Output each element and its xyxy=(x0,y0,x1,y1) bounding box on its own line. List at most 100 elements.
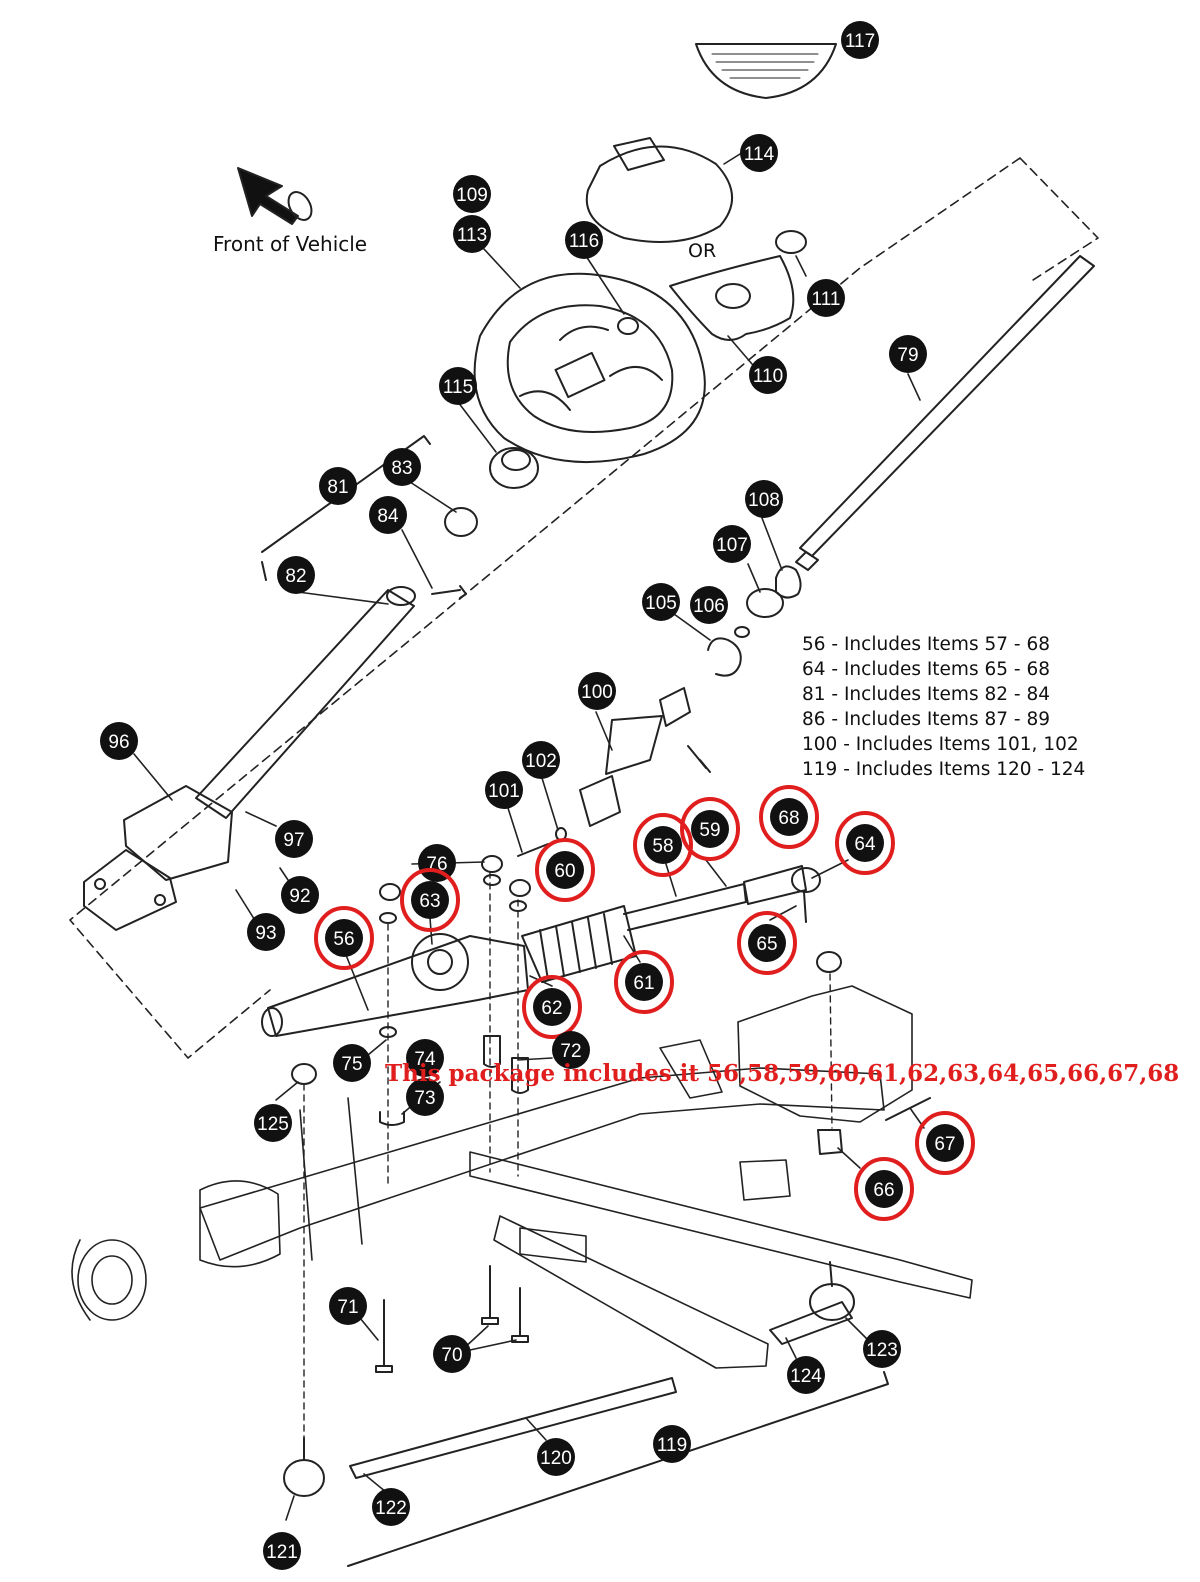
callout-badge xyxy=(749,356,787,394)
callout-badge xyxy=(275,820,313,858)
part-callout-63: 63 xyxy=(400,868,460,932)
callout-badge xyxy=(522,741,560,779)
nut xyxy=(291,1063,317,1085)
part-callout-68: 68 xyxy=(759,785,819,849)
group-bracket xyxy=(347,1371,889,1567)
callout-label: 109 xyxy=(456,185,488,206)
part-callout-66: 66 xyxy=(854,1157,914,1221)
callout-badge xyxy=(485,771,523,809)
front-of-vehicle-label: Front of Vehicle xyxy=(213,232,368,256)
callout-label: 81 xyxy=(327,477,348,498)
callout-label: 71 xyxy=(337,1297,358,1318)
highlight-ring xyxy=(633,813,693,877)
callout-badge xyxy=(406,1039,444,1077)
part-callout-123: 123 xyxy=(863,1330,901,1368)
callout-badge xyxy=(807,279,845,317)
callout-badge xyxy=(889,335,927,373)
callout-label: 62 xyxy=(541,998,562,1019)
callout-label: 115 xyxy=(443,377,473,398)
bushing xyxy=(775,565,802,599)
part-callout-76: 76 xyxy=(418,844,456,882)
callout-label: 116 xyxy=(569,231,599,252)
callout-label: 113 xyxy=(457,225,487,246)
steering-wheel-cap xyxy=(585,137,734,243)
callout-badge xyxy=(713,525,751,563)
part-callout-117: 117 xyxy=(841,21,879,59)
callout-label: 117 xyxy=(845,31,875,52)
nut xyxy=(481,855,503,873)
callout-badge xyxy=(254,1104,292,1142)
callout-badge xyxy=(411,881,449,919)
callout-badge xyxy=(418,844,456,882)
includes-item: 100 - Includes Items 101, 102 xyxy=(802,734,1079,755)
includes-item: 56 - Includes Items 57 - 68 xyxy=(802,634,1050,655)
washer xyxy=(379,912,397,924)
callout-badge xyxy=(383,448,421,486)
part-callout-64: 64 xyxy=(835,811,895,875)
part-callout-62: 62 xyxy=(522,975,582,1039)
nut xyxy=(379,883,401,901)
part-callout-83: 83 xyxy=(383,448,421,486)
spacer xyxy=(483,1035,501,1068)
callout-label: 120 xyxy=(540,1448,572,1469)
callout-badge xyxy=(863,1330,901,1368)
part-callout-56: 56 xyxy=(314,906,374,970)
callout-label: 125 xyxy=(257,1114,289,1135)
callout-label: 107 xyxy=(716,535,748,556)
small-cap xyxy=(775,230,807,254)
callout-label: 102 xyxy=(525,751,557,772)
callout-badge xyxy=(926,1124,964,1162)
callout-label: 66 xyxy=(873,1180,894,1201)
callout-badge xyxy=(748,924,786,962)
includes-item: 64 - Includes Items 65 - 68 xyxy=(802,659,1050,680)
callout-label: 105 xyxy=(645,593,677,614)
seal xyxy=(746,588,784,618)
callout-badge xyxy=(533,988,571,1026)
callout-badge xyxy=(865,1170,903,1208)
part-callout-125: 125 xyxy=(254,1104,292,1142)
part-callout-111: 111 xyxy=(807,279,845,317)
part-callout-60: 60 xyxy=(535,838,595,902)
column-base xyxy=(83,785,233,931)
wheel-cover-plate xyxy=(669,255,795,341)
screw xyxy=(431,585,467,599)
callout-badge xyxy=(453,215,491,253)
or-label: OR xyxy=(688,240,717,262)
washer xyxy=(734,626,750,638)
callout-badge xyxy=(537,1438,575,1476)
callout-label: 79 xyxy=(897,345,918,366)
callout-badge xyxy=(690,586,728,624)
part-callout-70: 70 xyxy=(433,1335,471,1373)
callout-label: 93 xyxy=(255,923,276,944)
callout-label: 56 xyxy=(333,929,354,950)
callout-badge xyxy=(263,1532,301,1570)
highlight-ring xyxy=(835,811,895,875)
highlight-ring xyxy=(314,906,374,970)
callout-badge xyxy=(841,21,879,59)
highlight-ring xyxy=(680,797,740,861)
part-callout-107: 107 xyxy=(713,525,751,563)
callout-label: 74 xyxy=(414,1049,436,1070)
includes-item: 81 - Includes Items 82 - 84 xyxy=(802,684,1050,705)
callout-badge xyxy=(406,1078,444,1116)
callout-badge xyxy=(369,496,407,534)
part-callout-100: 100 xyxy=(578,672,616,710)
steering-shaft xyxy=(795,255,1095,571)
castle-nut xyxy=(817,1129,843,1155)
part-callout-65: 65 xyxy=(737,911,797,975)
callout-label: 82 xyxy=(285,566,306,587)
callout-badge xyxy=(281,876,319,914)
callout-label: 61 xyxy=(633,973,654,994)
part-callout-113: 113 xyxy=(453,215,491,253)
callout-label: 58 xyxy=(652,836,673,857)
part-callout-73: 73 xyxy=(406,1078,444,1116)
part-callout-102: 102 xyxy=(522,741,560,779)
callout-label: 97 xyxy=(283,830,304,851)
part-callout-101: 101 xyxy=(485,771,523,809)
column-assembly-boundary xyxy=(69,157,1099,1059)
part-callout-59: 59 xyxy=(680,797,740,861)
callout-badge xyxy=(846,824,884,862)
callout-badge xyxy=(433,1335,471,1373)
part-callout-74: 74 xyxy=(406,1039,444,1077)
